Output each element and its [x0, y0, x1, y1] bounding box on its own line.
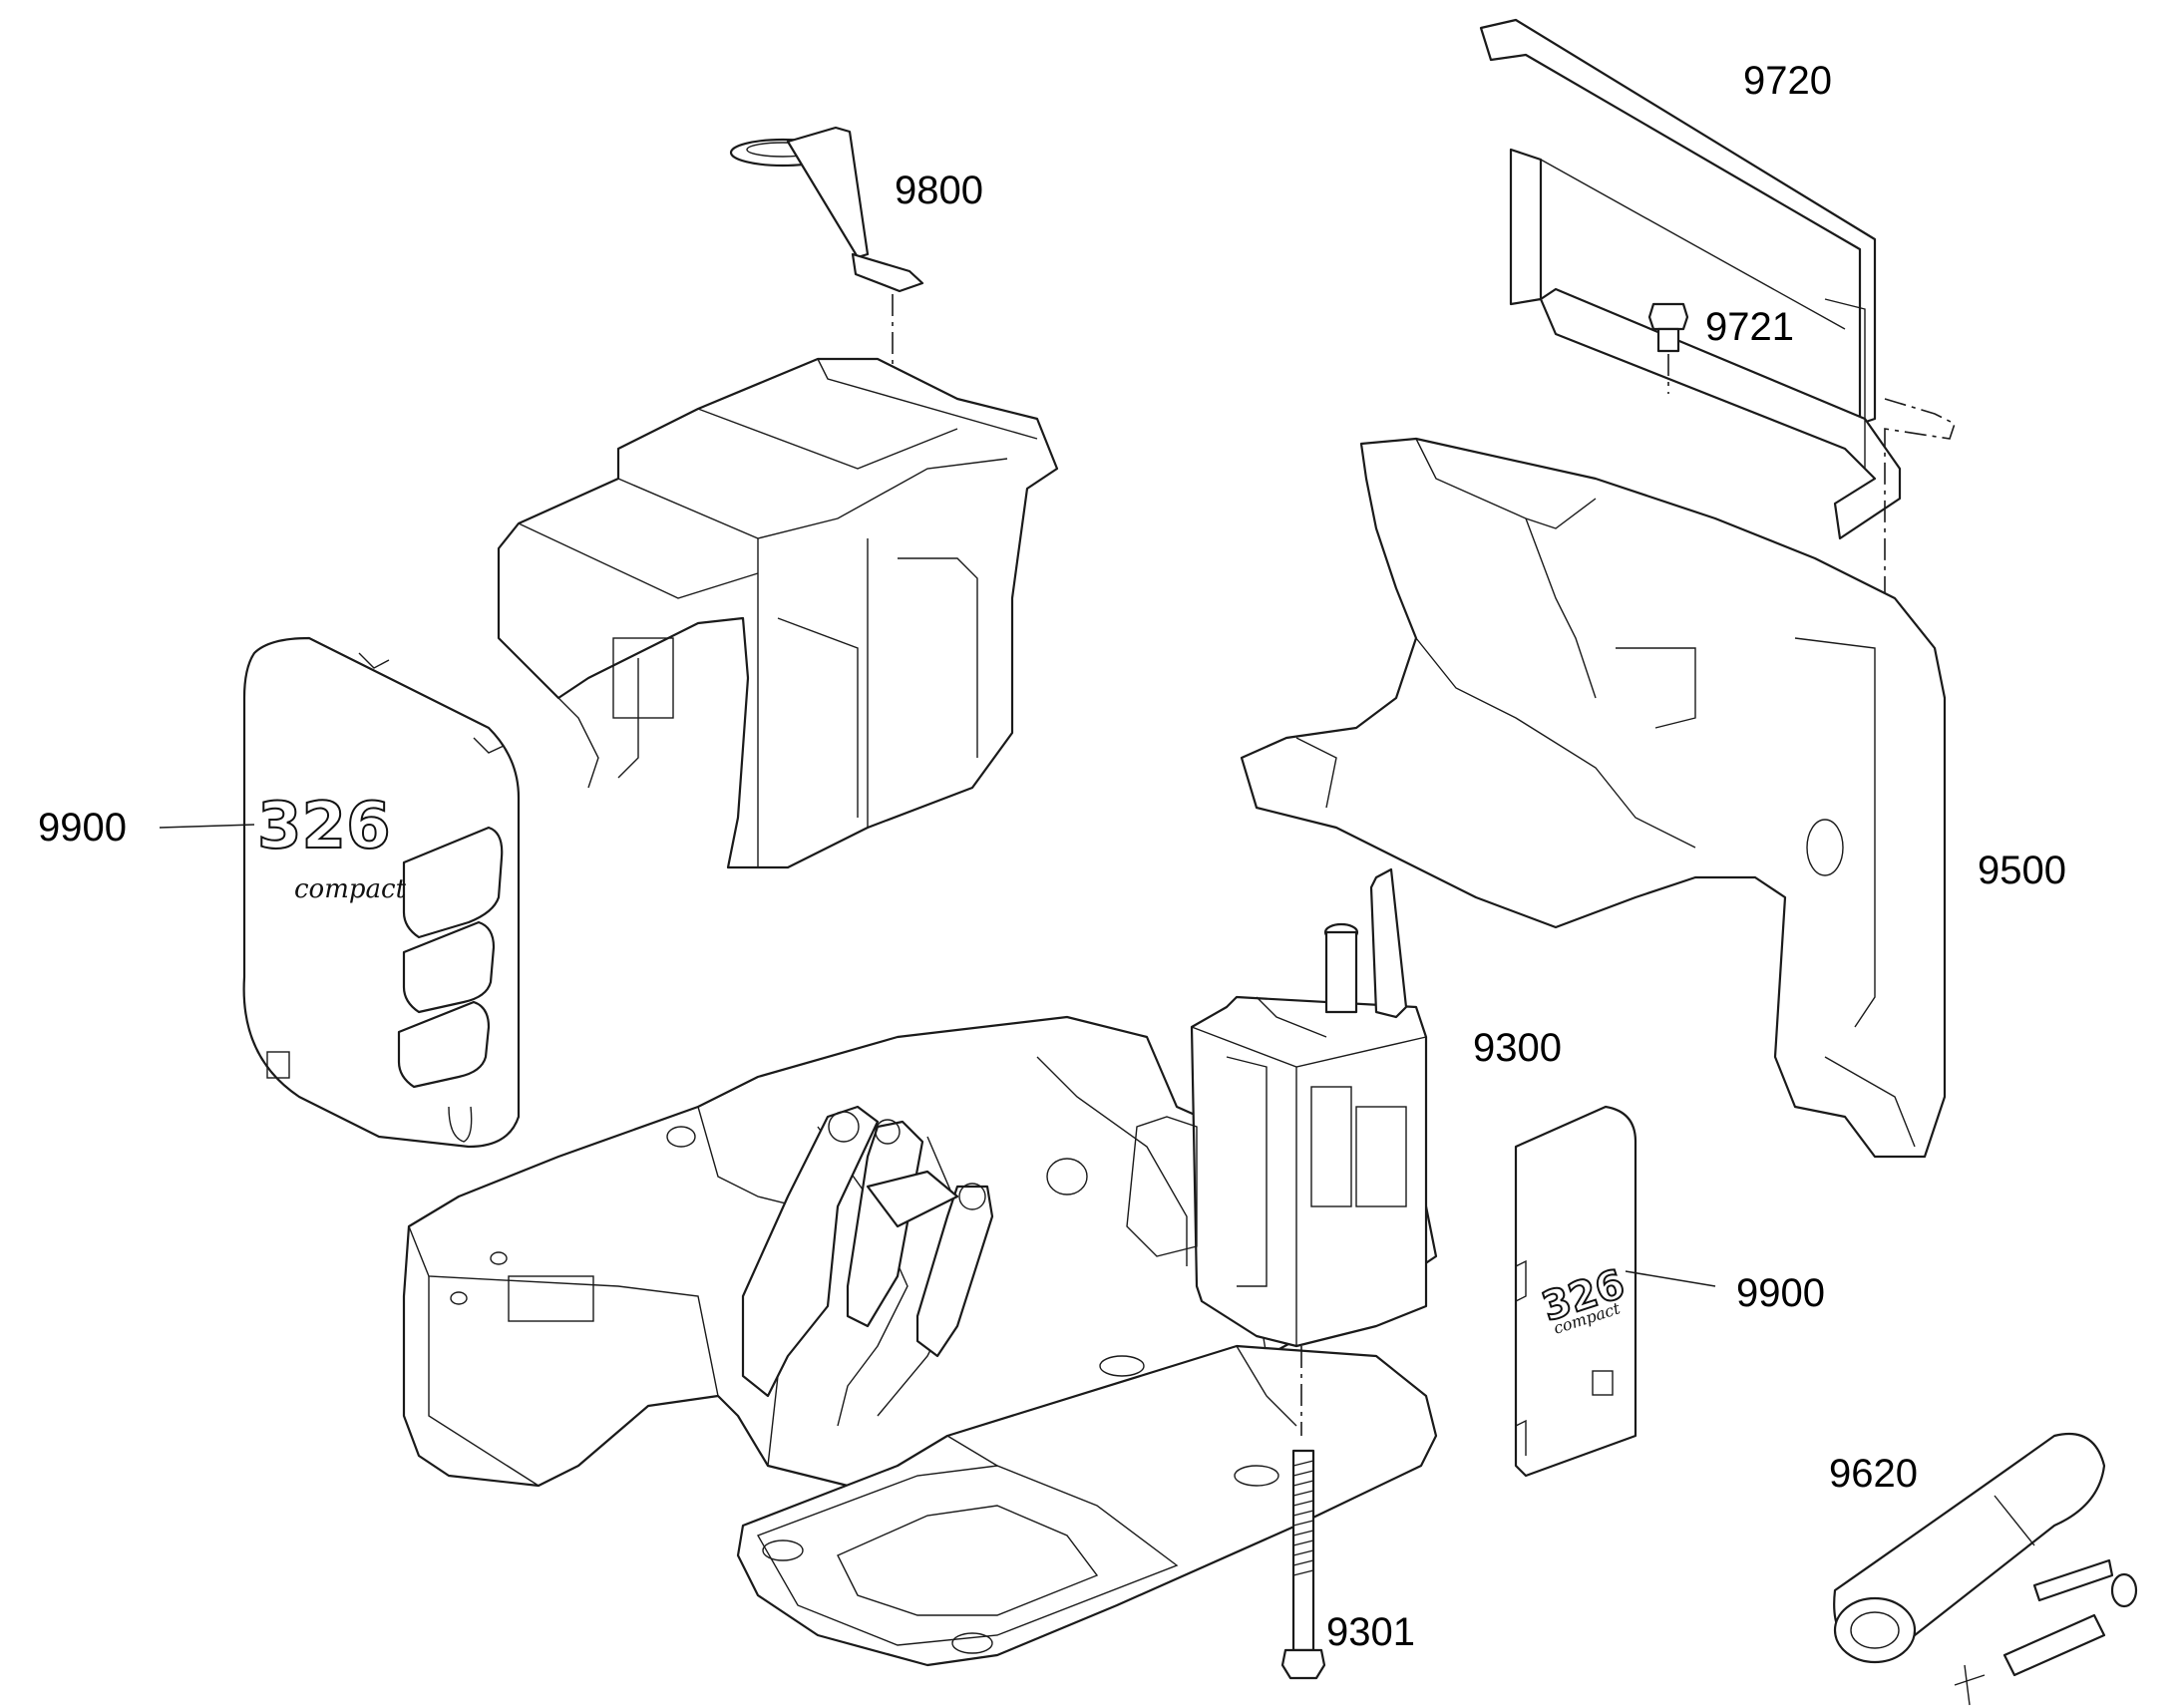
guard-mount-axis [1884, 398, 1956, 698]
hydraulic-tank-9300 [1126, 867, 1428, 1348]
cab-frame [497, 357, 1059, 869]
label-9721: 9721 [1705, 305, 1794, 349]
floor-platform [736, 1344, 1438, 1667]
bolt-9301 [1280, 1449, 1326, 1680]
label-9500: 9500 [1978, 849, 2066, 892]
rear-guard-9720 [1479, 18, 1902, 540]
label-9720: 9720 [1743, 59, 1832, 103]
model-decal-left: 326 [257, 790, 391, 863]
label-9300: 9300 [1473, 1026, 1562, 1070]
label-9900-right: 9900 [1736, 1271, 1825, 1315]
boom-swing-bracket [741, 1105, 994, 1398]
mirror-assembly-9800 [729, 126, 924, 293]
side-panel-9900-right: 326 compact [1514, 1105, 1637, 1478]
tool-kit-9620 [1833, 1432, 2138, 1706]
label-9620: 9620 [1829, 1452, 1918, 1496]
leader-9900-left [159, 824, 255, 829]
bolt-9721 [1647, 302, 1689, 353]
leader-9900-right [1625, 1270, 1716, 1287]
side-panel-9900-left: 326 compact [242, 636, 521, 1149]
label-9900-left: 9900 [38, 806, 127, 850]
label-9800: 9800 [895, 169, 983, 212]
label-9301: 9301 [1326, 1610, 1415, 1654]
counterweight-9500 [1240, 437, 1947, 1159]
variant-decal-left: compact [294, 874, 407, 904]
